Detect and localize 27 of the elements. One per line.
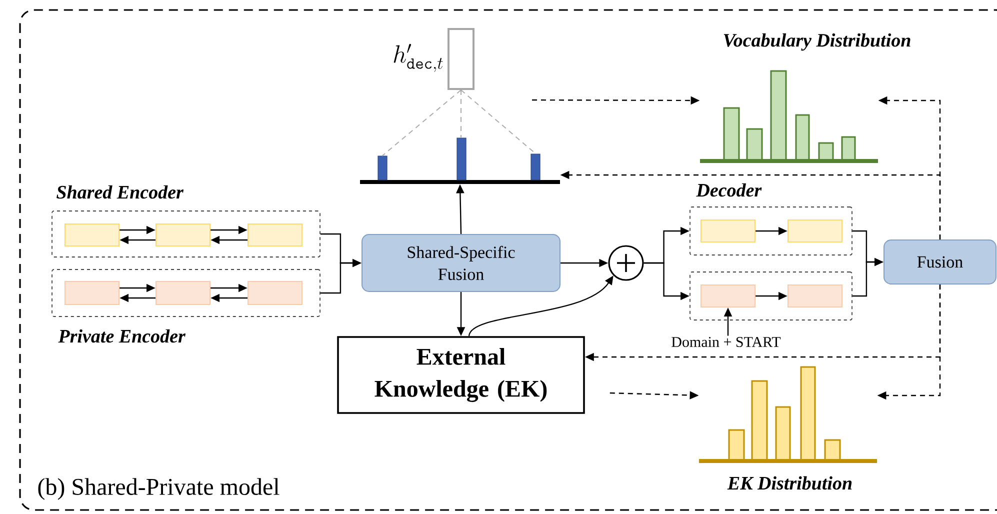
chart-title: EK Distribution	[727, 476, 852, 490]
embedding-cell	[248, 224, 302, 246]
group-heading: Decoder	[696, 183, 762, 197]
dashed-line	[382, 90, 462, 156]
attention-bar-drawing	[360, 138, 560, 184]
knowledge-box: External Knowledge (EK)	[337, 336, 585, 414]
embedding-cell	[788, 284, 842, 308]
group-heading: Private Encoder	[58, 329, 186, 343]
embedding-cell	[248, 281, 302, 305]
group-heading: Shared Encoder	[56, 185, 184, 199]
embedding-cell	[788, 220, 842, 242]
fusion-box: Shared-Specific Fusion	[362, 234, 560, 292]
dashed-line	[460, 90, 536, 154]
embedding-cell	[64, 224, 120, 246]
dashed-group-box	[690, 272, 852, 320]
embedding-cell	[64, 281, 120, 305]
embedding-cell	[156, 281, 210, 305]
vector-label: $h'_{\mathtt{dec},t}$	[394, 44, 443, 72]
fusion-box: Fusion	[884, 240, 996, 284]
plus-circle	[608, 245, 644, 281]
caption-text: (b) Shared-Private model	[38, 478, 280, 500]
chart-title: Vocabulary Distribution	[724, 33, 910, 51]
dashed-line	[460, 90, 462, 138]
input-text: Domain + START	[672, 336, 781, 348]
embedding-cell	[156, 224, 210, 246]
embedding-cell	[700, 220, 756, 242]
embedding-cell	[700, 284, 756, 308]
